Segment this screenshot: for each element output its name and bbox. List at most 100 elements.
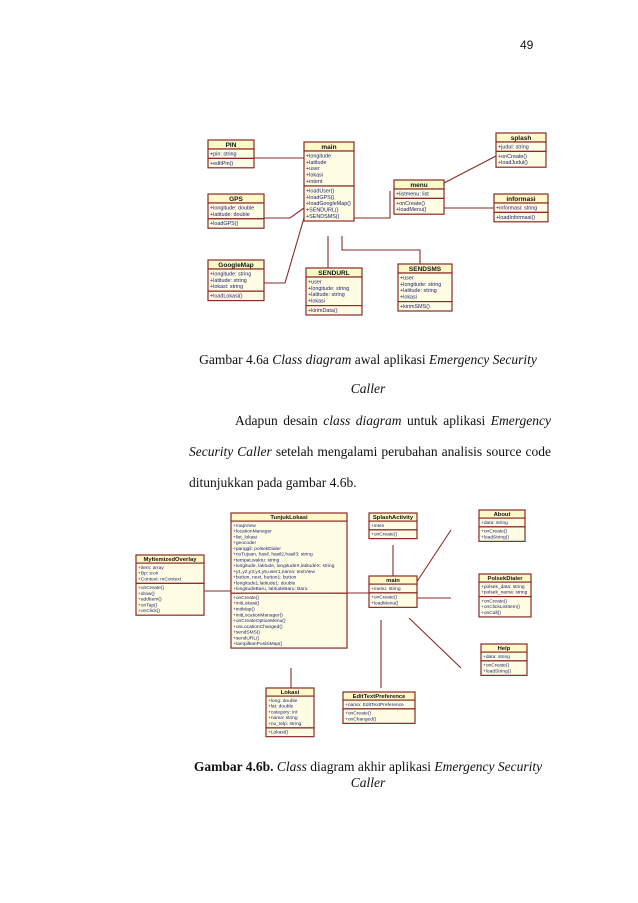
class-attribute: +judul: string [498, 144, 529, 150]
class-operation: +onCreate() [481, 529, 507, 535]
class-attribute: +listmenu: list [396, 191, 429, 197]
class-attribute: +polsek_nama: string [481, 590, 528, 596]
class-operation: +onCreate() [396, 201, 425, 207]
caption-figure-4-6b-line2: Caller [188, 775, 548, 791]
class-operation: +loadLokasi() [210, 294, 243, 300]
class-operation: +onCreate() [483, 663, 509, 669]
class-title: splash [511, 135, 532, 142]
class-operation: +kirimSMS() [400, 304, 430, 310]
caption1-line2: Caller [350, 381, 386, 396]
class-attribute: +informasi: string [496, 205, 537, 211]
class-attributes [230, 520, 348, 594]
class-box-help: Help+data: string+onCreate()+loadString(… [480, 643, 528, 676]
class-operation: +loadGoogleMap() [306, 201, 351, 207]
class-attribute: +longitude1,latitude1: double [233, 580, 296, 586]
class-operation: +onCreate() [371, 532, 397, 538]
class-attribute: +polsek_data: string [481, 584, 525, 590]
class-operations [342, 708, 416, 724]
class-title: Lokasi [281, 690, 300, 696]
class-attribute: +locationManager [233, 529, 272, 535]
class-attributes [303, 150, 355, 187]
edge-main-sendsms [341, 236, 421, 266]
class-operation: +editPin() [210, 161, 233, 167]
class-operations [207, 290, 265, 302]
class-operation: +onLocationChanged() [233, 624, 283, 630]
class-attribute: +tempat,waktu: string [233, 557, 280, 563]
class-attribute: +geocoder [233, 540, 256, 546]
class-operations [368, 529, 418, 540]
class-box-informasi: informasi+informasi: string+loadInformas… [493, 193, 549, 223]
class-title: SENDSMS [409, 266, 442, 273]
class-box-menu: menu+listmenu: list+onCreate()+loadMenu(… [393, 179, 445, 215]
class-attribute: +noTujuan, hasil, hasil2,hasil3: string [233, 552, 313, 558]
class-operations [303, 185, 355, 222]
class-operation: +addItem() [138, 597, 162, 603]
class-operation: +loadUser() [306, 188, 335, 194]
edge-main-help [408, 617, 462, 669]
class-box-polsek: PolsekDialer+polsek_data: string+polsek_… [478, 573, 532, 618]
caption1-italic1: Class diagram [272, 352, 352, 367]
class-operation: +draw() [138, 591, 155, 597]
class-box-sendurl: SENDURL+user+longitude: string+latitude:… [305, 267, 363, 316]
caption2-middle: diagram akhir aplikasi [306, 759, 435, 774]
class-attribute: +Context: mContext [138, 576, 182, 582]
caption1-italic2: Emergency Security [429, 352, 537, 367]
class-title: GoogleMap [218, 262, 253, 269]
caption2-bold: Gambar 4.6b. [193, 759, 274, 774]
class-operation: +initLokasi() [233, 601, 260, 607]
class-attribute: +latitude: string [308, 292, 345, 298]
class-operation: +sendSMS() [233, 630, 261, 636]
edge-main-about [415, 529, 452, 584]
caption-figure-4-6a-line2: Caller [188, 381, 548, 397]
class-operations [230, 592, 348, 649]
class-operation: +onClickListItem() [481, 604, 520, 610]
class-attribute: +longitude, latitude, longitudeX,latitud… [233, 563, 335, 569]
class-attribute: +no_telp: string [268, 721, 302, 727]
class-operation: +onCreate() [481, 598, 507, 604]
class-operations [478, 526, 526, 542]
class-box-overlay: MyItemizedOverlay+item: array+Bp: icon+C… [135, 554, 205, 616]
class-operations [480, 660, 528, 676]
class-attribute: +longitude: double [210, 205, 254, 211]
class-diagram-final: TunjukLokasi+mapView+locationManager+lis… [135, 509, 532, 738]
paragraph-line-2: Security Caller setelah mengalami peruba… [189, 444, 551, 460]
class-operations [207, 218, 265, 229]
paragraph-italic-2: Security Caller [189, 444, 272, 459]
class-attribute: +longitudeBaru, latitudeBaru: Baru [233, 586, 308, 592]
class-operation: +onCreate() [498, 154, 527, 160]
class-attribute: +panggil: polsekDialer [233, 546, 281, 552]
class-title: About [494, 512, 511, 518]
caption1-middle: awal aplikasi [351, 352, 430, 367]
class-attribute: +latitude: double [210, 212, 250, 218]
caption2-italic2: Emergency Security [434, 759, 543, 774]
class-operation: +loadString() [483, 668, 511, 674]
class-attribute: +item: array [138, 565, 164, 571]
class-attribute: +list_lokasi [233, 534, 257, 540]
class-operations [393, 197, 445, 215]
edge-main-menu [352, 191, 391, 219]
class-operation: +onChanged() [345, 716, 377, 722]
class-attribute: +Bp: icon [138, 571, 159, 577]
class-attribute: +category: int [268, 709, 298, 715]
class-operations [368, 592, 418, 608]
class-attribute: +lokasi [308, 299, 325, 305]
class-operation: +loadJudul() [498, 160, 528, 166]
class-operation: +onTap() [138, 602, 158, 608]
class-attribute: +longitude: string [210, 271, 251, 277]
class-attributes [265, 695, 315, 729]
class-attribute: +lokasi [306, 173, 323, 179]
class-box-main: main+longitude+latitude+user+lokasi+inte… [303, 141, 355, 222]
edge-menu-splash [443, 155, 497, 184]
class-operation: +kirimData() [308, 308, 338, 314]
class-title: informasi [506, 196, 535, 203]
class-operations [265, 727, 315, 738]
class-attribute: +intent [306, 179, 323, 185]
class-box-splashact: SplashActivity+inten+onCreate() [368, 512, 418, 540]
class-attribute: +longitude [306, 153, 331, 159]
class-title: PIN [226, 142, 237, 149]
class-attribute: +long: double [268, 698, 298, 704]
class-operation: +onCreateOptionMenu() [233, 618, 286, 624]
class-attribute: +lokasi [400, 295, 417, 301]
class-box-main2: main+menu: string+onCreate()+loadMenu() [368, 575, 418, 608]
class-operation: +onCreate() [371, 595, 397, 601]
